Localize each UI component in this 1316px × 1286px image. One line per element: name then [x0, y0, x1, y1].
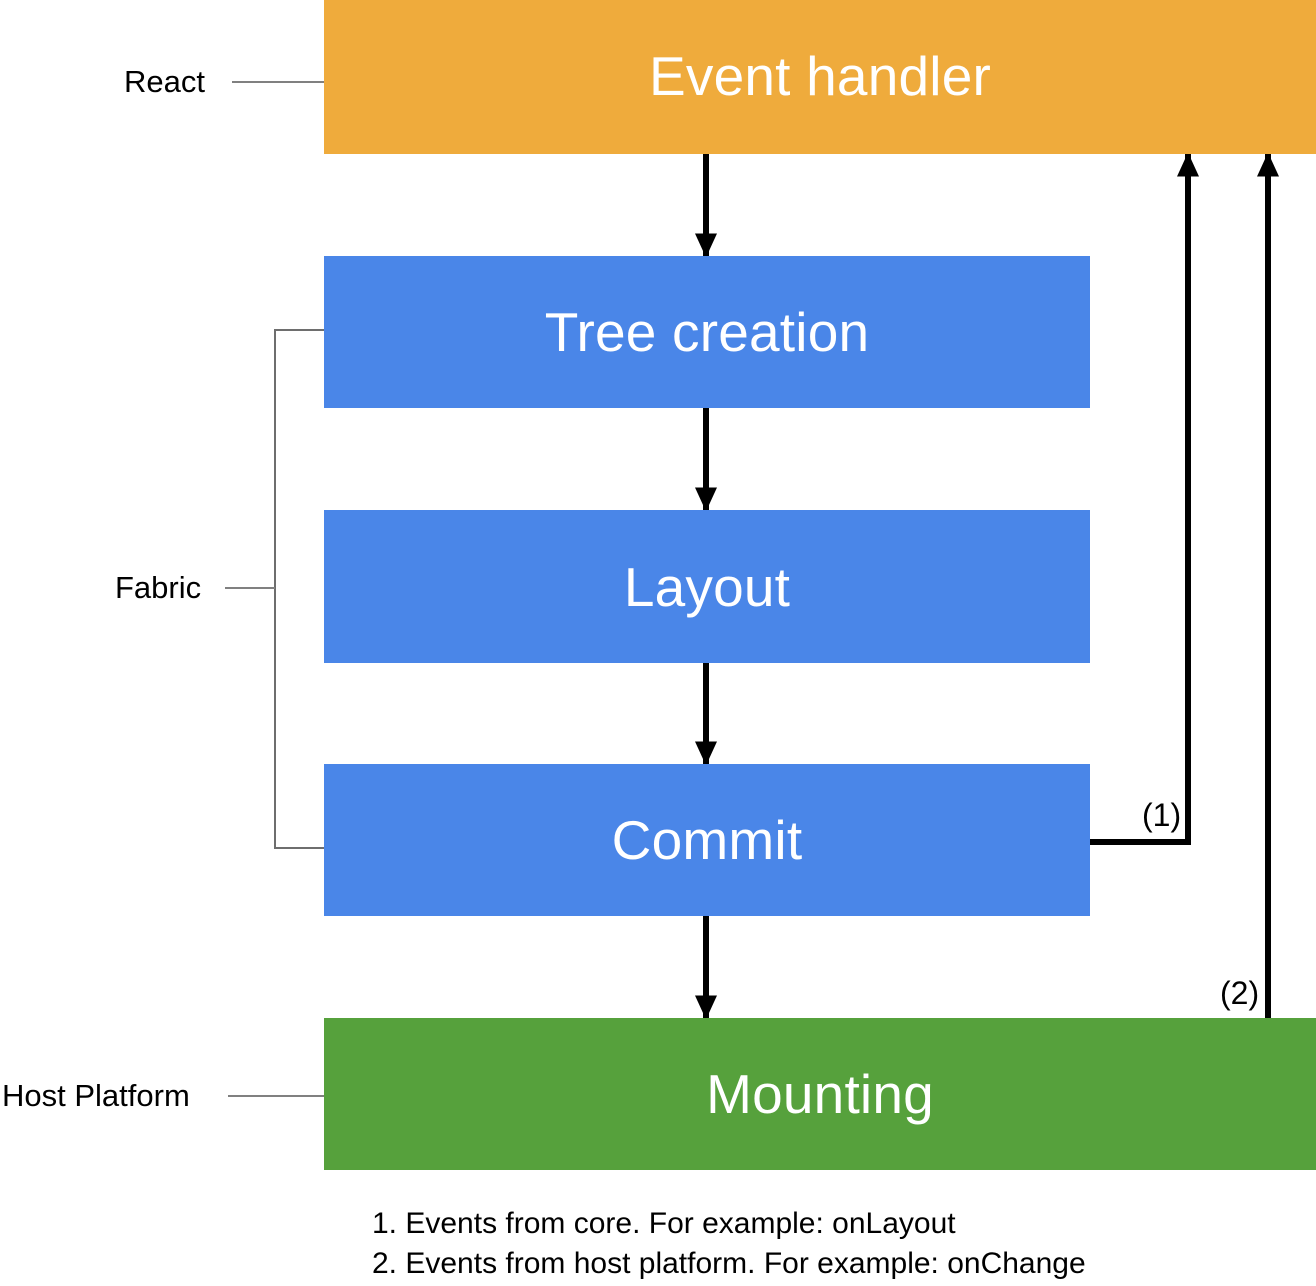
stage-label-commit: Commit [611, 809, 803, 871]
stage-box-mounting[interactable]: Mounting [324, 1018, 1316, 1170]
feedback-marker-2: (2) [1220, 975, 1260, 1011]
layer-label-react: React [124, 64, 205, 99]
arrow-feedback-1 [1090, 152, 1199, 845]
stage-box-commit[interactable]: Commit [324, 764, 1090, 916]
legend-item-2: 2. Events from host platform. For exampl… [372, 1247, 1086, 1280]
layer-label-fabric: Fabric [115, 570, 202, 605]
fabric-bracket [274, 329, 324, 849]
stage-box-layout[interactable]: Layout [324, 510, 1090, 663]
stage-box-event-handler[interactable]: Event handler [324, 0, 1316, 154]
stage-box-tree-creation[interactable]: Tree creation [324, 256, 1090, 408]
feedback-marker-1: (1) [1142, 797, 1182, 833]
stage-label-mounting: Mounting [706, 1063, 934, 1125]
stage-label-layout: Layout [623, 555, 791, 618]
layer-label-host-platform: Host Platform [2, 1078, 190, 1113]
stage-label-event-handler: Event handler [649, 45, 991, 107]
legend-item-1: 1. Events from core. For example: onLayo… [372, 1207, 956, 1240]
stage-label-tree-creation: Tree creation [544, 301, 870, 363]
legend: 1. Events from core. For example: onLayo… [372, 1204, 1086, 1284]
